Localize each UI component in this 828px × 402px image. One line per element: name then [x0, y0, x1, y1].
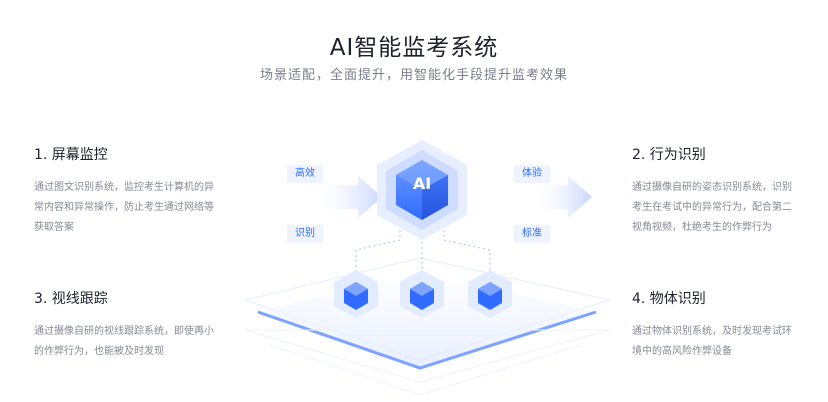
feature-description: 通过摄像自研的视线跟踪系统，即使再小的作弊行为，也能被及时发现	[34, 326, 214, 357]
page-subtitle: 场景适配，全面提升，用智能化手段提升监考效果	[259, 68, 568, 83]
feature-object-recognition: 4. 物体识别 通过物体识别系统，及时发现考试环境中的高风险作弊设备	[632, 288, 792, 362]
tag-recognition: 识别	[287, 225, 323, 243]
ai-hexagon-icon	[377, 140, 467, 240]
feature-description: 通过物体识别系统，及时发现考试环境中的高风险作弊设备	[632, 326, 792, 357]
feature-gaze-tracking: 3. 视线跟踪 通过摄像自研的视线跟踪系统，即使再小的作弊行为，也能被及时发现	[34, 288, 214, 362]
feature-screen-monitoring: 1. 屏幕监控 通过图文识别系统，监控考生计算机的异常内容和异常操作，防止考生通…	[34, 144, 214, 238]
feature-title: 3. 视线跟踪	[34, 291, 108, 307]
cube-icon	[334, 270, 378, 318]
feature-description: 通过图文识别系统，监控考生计算机的异常内容和异常操作，防止考生通过网络等获取答案	[34, 182, 214, 233]
feature-description: 通过摄像自研的姿态识别系统，识别考生在考试中的异常行为，配合第二视角视频，杜绝考…	[632, 182, 792, 233]
tag-standard: 标准	[514, 225, 550, 243]
cube-icon	[468, 270, 512, 318]
tag-efficiency: 高效	[287, 165, 323, 183]
cube-icon	[400, 270, 444, 318]
ai-label: AI	[412, 174, 432, 193]
feature-title: 4. 物体识别	[632, 291, 706, 307]
page-title: AI智能监考系统	[329, 35, 499, 61]
left-arrow-icon	[310, 176, 382, 218]
feature-behavior-recognition: 2. 行为识别 通过摄像自研的姿态识别系统，识别考生在考试中的异常行为，配合第二…	[632, 144, 792, 238]
tag-experience: 体验	[514, 165, 550, 183]
feature-title: 2. 行为识别	[632, 147, 706, 163]
right-arrow-icon	[530, 176, 592, 218]
feature-title: 1. 屏幕监控	[34, 147, 108, 163]
